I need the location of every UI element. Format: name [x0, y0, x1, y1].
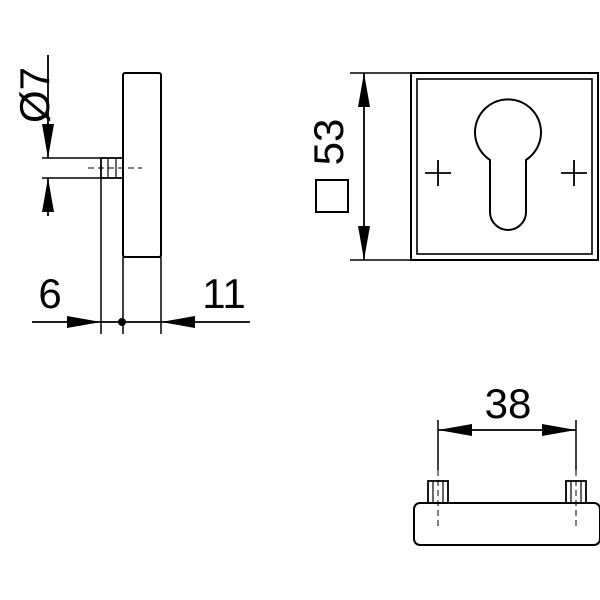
dim-label-left: 6 — [38, 270, 61, 317]
keyhole-cutout — [474, 98, 542, 231]
bottom-view: 38 — [413, 380, 600, 546]
front-view: 53 — [305, 72, 599, 261]
side-view: Ø7 6 11 — [11, 55, 250, 334]
bottom-plate — [413, 502, 600, 546]
square-symbol-icon — [315, 179, 349, 213]
plate-outer — [410, 72, 599, 261]
side-plate — [122, 72, 162, 258]
dim-label-spacing: 38 — [485, 380, 532, 427]
dim-label-right: 11 — [202, 270, 246, 317]
plate-inner — [416, 78, 593, 255]
dim-dot — [118, 318, 126, 326]
dim-label-diameter: Ø7 — [11, 67, 58, 123]
screw-mark-right — [561, 160, 587, 186]
screw-mark-left — [425, 160, 451, 186]
dim-label-plate: 53 — [305, 119, 352, 166]
